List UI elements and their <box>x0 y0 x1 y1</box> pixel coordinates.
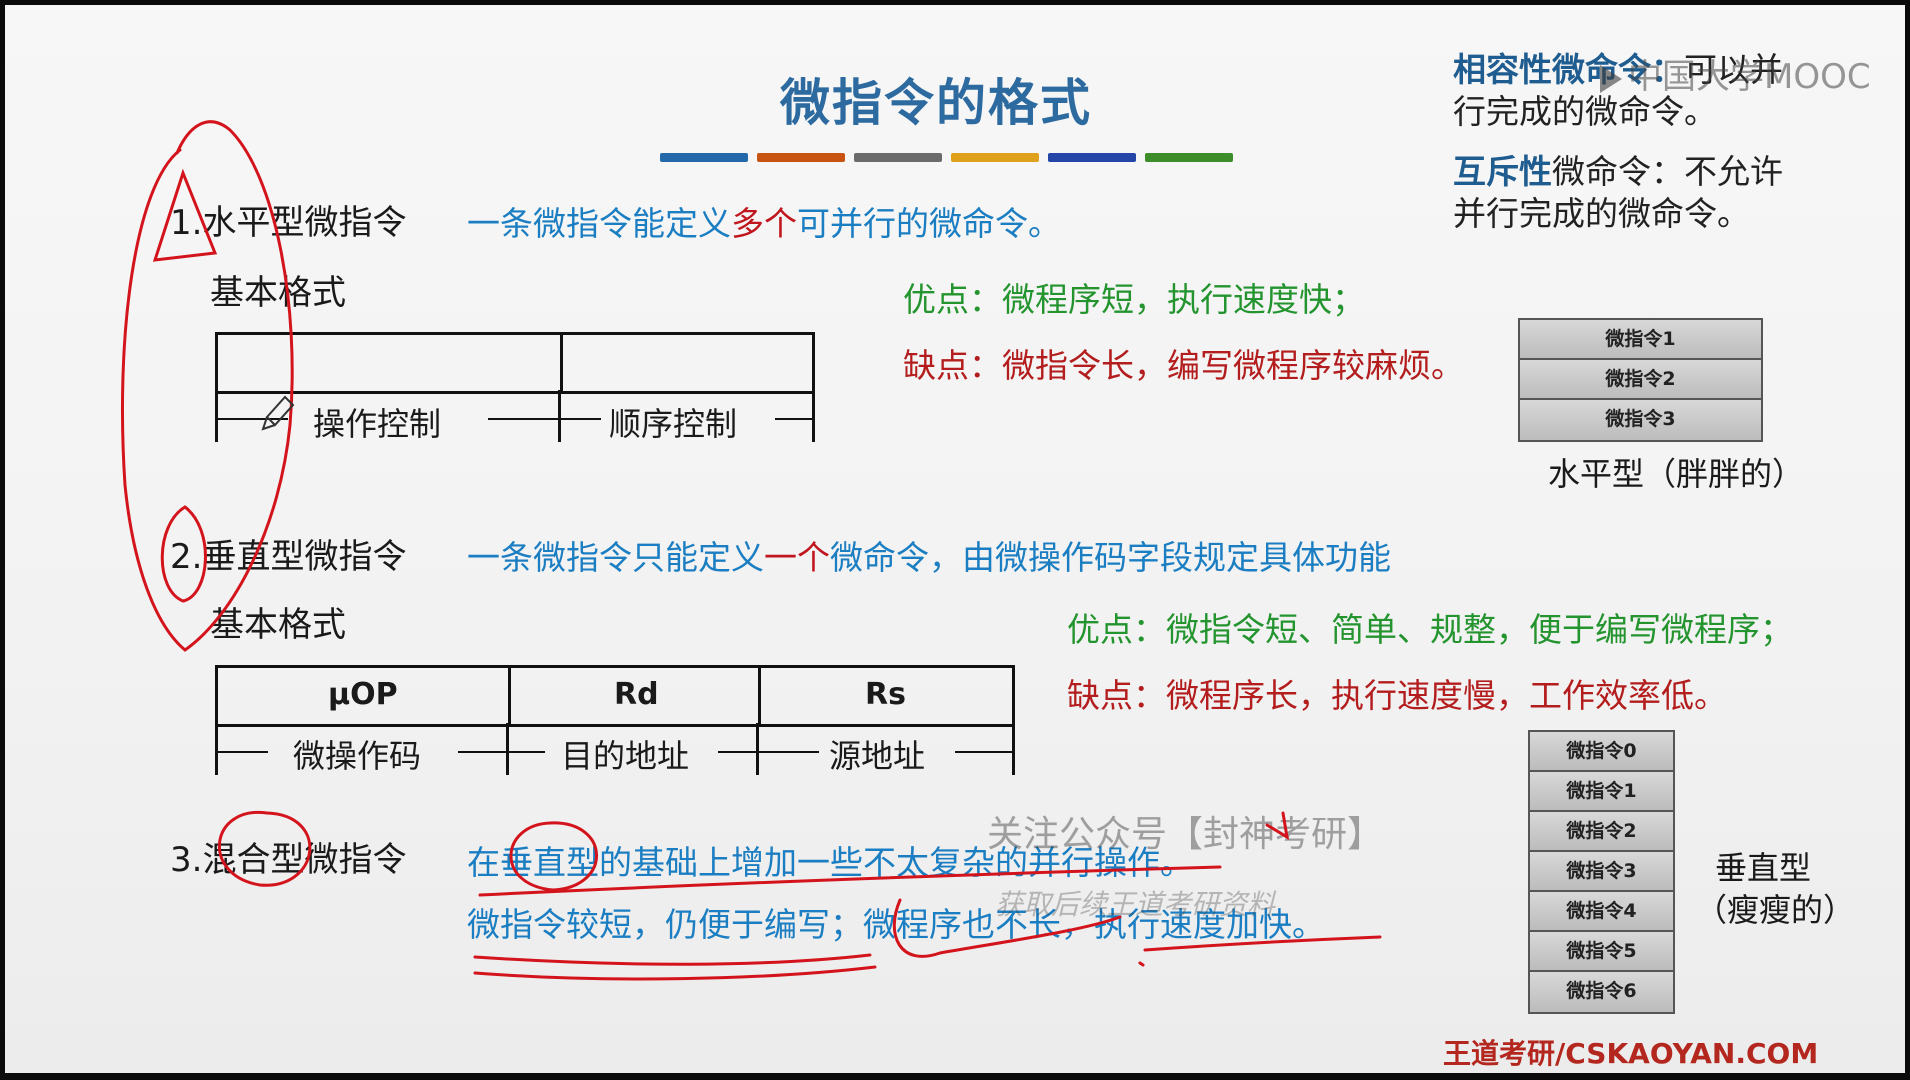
vf-arrow-2l <box>509 751 545 753</box>
vf-tick-2 <box>756 723 759 775</box>
exclusive-term: 互斥性 <box>1453 152 1552 191</box>
hf-arrow-2l <box>561 418 601 420</box>
section2-pros: 优点：微指令短、简单、规整，便于编写微程序； <box>1067 610 1793 649</box>
vf-tick-0 <box>215 723 218 775</box>
field-uop: μOP <box>328 677 398 712</box>
ink-underline-3 <box>473 965 877 981</box>
section2-name: 垂直型微指令 <box>202 537 407 577</box>
stack-item: 微指令1 <box>1520 320 1761 360</box>
section1-desc-red: 多个 <box>731 204 797 243</box>
vf-arrow-2r <box>718 751 756 753</box>
compatible-term: 相容性微命令： <box>1453 50 1684 89</box>
section2-heading: 2.垂直型微指令 <box>170 529 406 578</box>
stack-item: 微指令2 <box>1530 812 1673 852</box>
vf-arrow-3r <box>955 751 1012 753</box>
section3-name: 混合型微指令 <box>202 840 407 880</box>
caption-rs: 源地址 <box>829 737 926 775</box>
side-note: 相容性微命令：可以并 行完成的微命令。 互斥性微命令：不允许 并行完成的微命令。 <box>1453 49 1783 235</box>
section2-desc-a: 一条微指令只能定义 <box>467 538 764 577</box>
section1-desc-b: 可并行的微命令。 <box>797 204 1061 243</box>
section1-name: 水平型微指令 <box>202 203 407 243</box>
section2-cons: 缺点：微程序长，执行速度慢，工作效率低。 <box>1067 676 1727 715</box>
section2-desc-red: 一个 <box>764 538 830 577</box>
section1-number: 1. <box>170 203 203 243</box>
vf-arrow-3l <box>759 751 819 753</box>
exclusive-desc-2: 并行完成的微命令。 <box>1453 194 1750 233</box>
compatible-desc-2: 行完成的微命令。 <box>1453 92 1717 131</box>
vertical-format-box <box>215 665 1015 727</box>
section2-desc-b: 微命令，由微操作码字段规定具体功能 <box>830 538 1391 577</box>
color-bar-5 <box>1048 153 1136 162</box>
watermark-resources: 获取后续王道考研资料 <box>995 888 1276 921</box>
color-bar-4 <box>951 153 1039 162</box>
vf-arrow-1l <box>218 751 268 753</box>
exclusive-desc: 微命令：不允许 <box>1552 152 1783 191</box>
section3-heading: 3.混合型微指令 <box>170 832 406 881</box>
mooc-logo-watermark: 中国大学MOOC <box>1600 49 1871 98</box>
caption-uop: 微操作码 <box>293 737 422 775</box>
stack-item: 微指令0 <box>1530 732 1673 772</box>
section2-desc: 一条微指令只能定义一个微命令，由微操作码字段规定具体功能 <box>467 531 1391 579</box>
horizontal-format-box <box>215 332 815 394</box>
ink-underline-2 <box>473 953 872 966</box>
stack-item: 微指令2 <box>1520 360 1761 400</box>
stack-item: 微指令1 <box>1530 772 1673 812</box>
section1-heading: 1.水平型微指令 <box>170 195 406 244</box>
section2-basic-format: 基本格式 <box>210 605 346 645</box>
horizontal-stack-caption: 水平型（胖胖的） <box>1548 455 1805 493</box>
hf-arrow-2r <box>775 418 812 420</box>
vf-divider-2 <box>758 668 761 724</box>
section1-desc: 一条微指令能定义多个可并行的微命令。 <box>467 197 1061 245</box>
field-sequence-control: 顺序控制 <box>609 405 738 443</box>
hf-tick-mid <box>558 390 561 442</box>
stack-item: 微指令3 <box>1530 852 1673 892</box>
stack-item: 微指令5 <box>1530 932 1673 972</box>
field-rs: Rs <box>865 677 906 712</box>
vertical-stack-caption-2: （瘦瘦的） <box>1695 891 1856 929</box>
ink-dot <box>1138 961 1145 967</box>
vf-tick-1 <box>506 723 509 775</box>
field-rd: Rd <box>614 677 659 712</box>
hf-arrow-1l <box>218 418 288 420</box>
stack-item: 微指令6 <box>1530 972 1673 1012</box>
color-bar-3 <box>854 153 942 162</box>
hf-tick-right <box>812 390 815 442</box>
color-bar-6 <box>1145 153 1233 162</box>
section2-number: 2. <box>170 537 203 577</box>
horizontal-format-divider <box>560 335 563 391</box>
section1-desc-a: 一条微指令能定义 <box>467 204 731 243</box>
hf-tick-left <box>215 390 218 442</box>
caption-rd: 目的地址 <box>561 737 690 775</box>
vf-arrow-1r <box>458 751 506 753</box>
section3-number: 3. <box>170 840 203 880</box>
color-bar-1 <box>660 153 748 162</box>
hf-arrow-1r <box>488 418 558 420</box>
section1-cons: 缺点：微指令长，编写微程序较麻烦。 <box>903 346 1464 385</box>
pencil-icon <box>261 395 295 431</box>
page-title: 微指令的格式 <box>780 74 1092 132</box>
compatible-desc: 可以并 <box>1684 50 1783 89</box>
section1-pros: 优点：微程序短，执行速度快； <box>903 280 1365 319</box>
mooc-logo-text: 中国大学MOOC <box>1628 57 1871 97</box>
slide: 微指令的格式 相容性微命令：可以并 行完成的微命令。 互斥性微命令：不允许 并行… <box>5 5 1905 1073</box>
watermark-wechat: 关注公众号【封神考研】 <box>987 814 1384 855</box>
color-bar-2 <box>757 153 845 162</box>
play-icon <box>1600 64 1622 93</box>
section1-basic-format: 基本格式 <box>210 273 346 313</box>
stack-item: 微指令4 <box>1530 892 1673 932</box>
vf-divider-1 <box>508 668 511 724</box>
stack-item: 微指令3 <box>1520 400 1761 440</box>
brand-footer: 王道考研/CSKAOYAN.COM <box>1443 1037 1819 1070</box>
vf-tick-3 <box>1012 723 1015 775</box>
field-operation-control: 操作控制 <box>313 405 442 443</box>
vertical-stack-caption-1: 垂直型 <box>1715 849 1812 887</box>
